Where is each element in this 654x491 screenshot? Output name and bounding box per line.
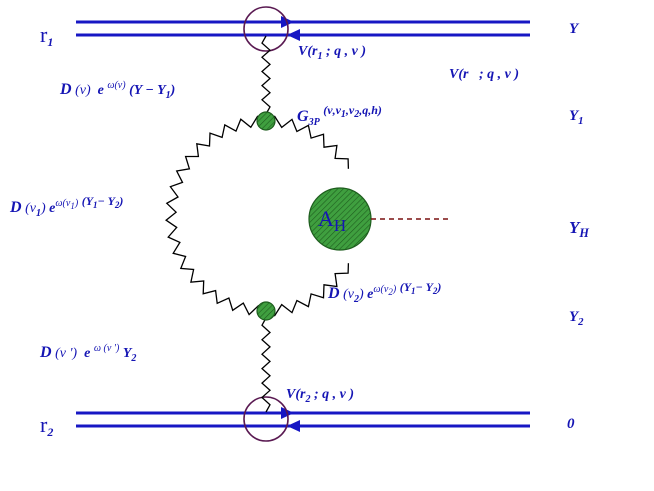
bottom-vertex-circle <box>243 396 289 442</box>
label-g3p: G3P (ν,ν1,ν2,q,h) <box>297 102 382 128</box>
label-vertex-top: V(r1 ; q , ν ) <box>298 44 367 62</box>
zigzag-arc <box>265 263 350 317</box>
upper-triple-vertex <box>256 111 276 131</box>
label-zero: 0 <box>567 416 575 432</box>
label-r2: r2 <box>40 412 54 440</box>
lower-pomeron-zigzag <box>261 317 271 413</box>
bottom-arrow-left <box>287 420 300 432</box>
label-vertex-right: V(r ; q , ν ) <box>449 67 519 82</box>
top-arrow-left <box>287 29 300 41</box>
zigzag-segment <box>261 35 271 115</box>
label-Y: Y <box>569 21 579 37</box>
loop-pomeron-zigzag <box>165 115 350 317</box>
label-Y1: Y1 <box>569 108 584 127</box>
zigzag-segment <box>261 317 271 413</box>
label-propagator-right: D (ν2) eω(ν2) (Y1− Y2) <box>328 279 442 305</box>
top-vertex-circle <box>243 6 289 52</box>
label-Y2: Y2 <box>569 309 584 328</box>
label-vertex-bottom: V(r2 ; q , ν ) <box>286 387 355 405</box>
label-YH: YH <box>569 218 589 241</box>
label-propagator-top: D (ν) e ω(ν) (Y − Y1) <box>60 79 176 101</box>
label-higgs-vertex: AH <box>318 206 347 235</box>
zigzag-arc <box>165 115 267 316</box>
zigzag-arc <box>265 115 350 169</box>
label-propagator-left: D (ν1) eω(ν1) (Y1− Y2) <box>10 193 124 219</box>
label-r1: r1 <box>40 22 54 50</box>
upper-pomeron-zigzag <box>261 35 271 115</box>
label-propagator-bottom: D (ν ') e ω (ν ') Y2 <box>40 342 137 364</box>
lower-triple-vertex <box>256 301 276 321</box>
